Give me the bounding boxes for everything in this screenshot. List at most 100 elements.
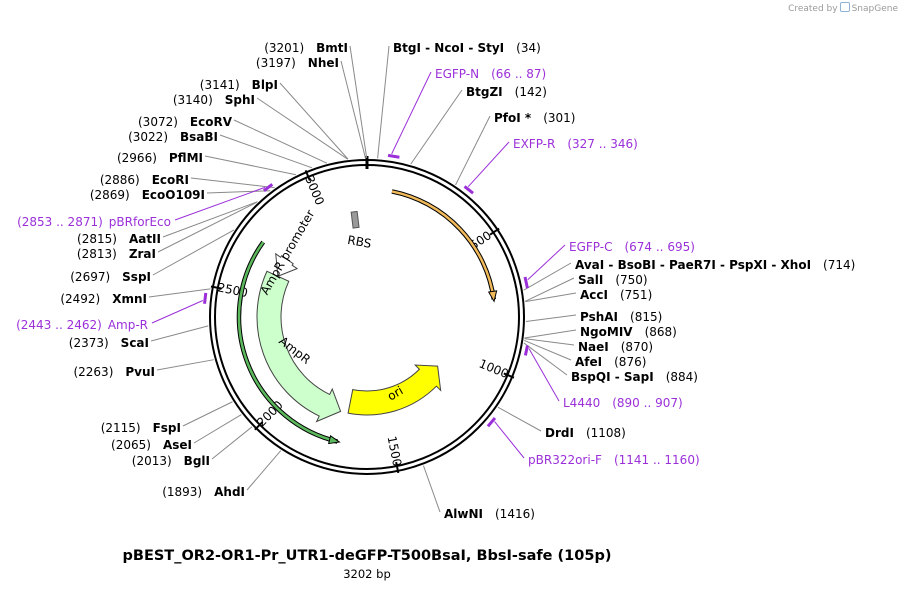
primer-name: pBRforEco [109, 215, 171, 229]
feature-cds-arrow [256, 270, 342, 423]
enzyme-position: (876) [614, 355, 646, 369]
primer-binding-mark [486, 417, 497, 428]
enzyme-position: (1416) [495, 507, 535, 521]
enzyme-position: (1893) [162, 485, 202, 499]
enzyme-spacer [608, 288, 620, 302]
primer-name: EGFP-C [569, 240, 612, 254]
orf-arc [391, 190, 496, 300]
primer-name: EGFP-N [435, 67, 479, 81]
primer-leader-line [391, 71, 432, 155]
enzyme-name: AfeI [575, 355, 602, 369]
enzyme-position: (301) [543, 111, 575, 125]
enzyme-spacer [531, 111, 543, 125]
enzyme-position: (2886) [100, 173, 140, 187]
enzyme-label: (2813) ZraI [77, 247, 156, 261]
ring-tick [304, 169, 311, 181]
enzyme-spacer [202, 485, 214, 499]
enzyme-position: (2065) [111, 438, 151, 452]
enzyme-label: (2115) FspI [101, 421, 181, 435]
enzyme-spacer [609, 340, 621, 354]
enzyme-position: (868) [645, 325, 677, 339]
enzyme-spacer [633, 325, 645, 339]
enzyme-leader-line [523, 262, 572, 291]
enzyme-name: BspQI - SapI [571, 370, 654, 384]
enzyme-label: (3022) BsaBI [128, 130, 218, 144]
primer-spacer [479, 67, 491, 81]
feature-ori-arrow [347, 364, 442, 416]
ring-tick-label: 1000 [477, 357, 511, 382]
credit-prefix: Created by [788, 4, 838, 14]
enzyme-name: AlwNI [444, 507, 483, 521]
snapgene-logo-icon [839, 2, 850, 12]
enzyme-name: BsaBI [180, 130, 218, 144]
enzyme-name: BtgI - NcoI - StyI [393, 41, 504, 55]
enzyme-spacer [117, 232, 129, 246]
enzyme-spacer [109, 336, 121, 350]
enzyme-name: BtgZI [466, 85, 503, 99]
enzyme-name: BglI [184, 454, 210, 468]
enzyme-label: BtgI - NcoI - StyI (34) [393, 41, 541, 55]
enzyme-name: SphI [225, 93, 255, 107]
enzyme-position: (751) [620, 288, 652, 302]
enzyme-label: (3072) EcoRV [138, 115, 233, 129]
enzyme-leader-line [524, 338, 575, 346]
enzyme-position: (3072) [138, 115, 178, 129]
enzyme-label: (3197) NheI [256, 56, 339, 70]
enzyme-label: (3201) BmtI [264, 41, 348, 55]
enzyme-label: SalI (750) [578, 273, 648, 287]
enzyme-label: (2869) EcoO109I [90, 188, 205, 202]
feature-rbs-box [350, 210, 360, 229]
primer-label: L4440 (890 .. 907) [563, 396, 683, 410]
primer-binding-mark [262, 183, 274, 192]
enzyme-spacer [110, 270, 122, 284]
enzyme-label: (2013) BglI [132, 454, 210, 468]
enzyme-position: (2813) [77, 247, 117, 261]
orf-arc [237, 241, 338, 443]
enzyme-spacer [100, 292, 112, 306]
enzyme-spacer [213, 93, 225, 107]
primer-leader-line [494, 421, 525, 459]
enzyme-leader-line [193, 414, 242, 444]
enzyme-label: (2065) AseI [111, 438, 192, 452]
enzyme-leader-line [157, 201, 258, 253]
primer-spacer [602, 453, 614, 467]
primer-name: EXFP-R [513, 137, 555, 151]
enzyme-spacer [618, 310, 630, 324]
enzyme-position: (1108) [586, 426, 626, 440]
enzyme-position: (750) [615, 273, 647, 287]
enzyme-position: (3197) [256, 56, 296, 70]
enzyme-spacer [504, 41, 516, 55]
enzyme-spacer [602, 355, 614, 369]
enzyme-label: (2886) EcoRI [100, 173, 189, 187]
enzyme-label: (1893) AhdI [162, 485, 245, 499]
enzyme-spacer [296, 56, 308, 70]
enzyme-spacer [503, 85, 515, 99]
primer-name: pBR322ori-F [528, 453, 602, 467]
ring-tick [395, 461, 400, 474]
primer-label: pBR322ori-F (1141 .. 1160) [528, 453, 700, 467]
enzyme-label: NgoMIV (868) [580, 325, 677, 339]
enzyme-position: (3141) [200, 78, 240, 92]
credit-brand: SnapGene [851, 4, 898, 14]
enzyme-leader-line [279, 82, 349, 160]
enzyme-name: PshAI [580, 310, 618, 324]
enzyme-position: (2263) [73, 365, 113, 379]
enzyme-leader-line [256, 97, 348, 160]
enzyme-spacer [603, 273, 615, 287]
enzyme-position: (2013) [132, 454, 172, 468]
enzyme-spacer [151, 438, 163, 452]
enzyme-spacer [141, 421, 153, 435]
primer-label: (2853 .. 2871) pBRforEco [17, 215, 171, 229]
feature-label: ori [385, 383, 406, 403]
primer-label: EGFP-N (66 .. 87) [435, 67, 546, 81]
enzyme-name: XmnI [112, 292, 147, 306]
ring-tick-label: 1500 [385, 435, 405, 468]
primer-leader-line [151, 300, 204, 324]
plasmid-length: 3202 bp [343, 567, 391, 581]
enzyme-leader-line [525, 292, 577, 303]
enzyme-name: NaeI [578, 340, 609, 354]
enzyme-label: (3141) BlpI [200, 78, 278, 92]
enzyme-label: (2815) AatII [77, 232, 161, 246]
enzyme-name: ZraI [129, 247, 156, 261]
